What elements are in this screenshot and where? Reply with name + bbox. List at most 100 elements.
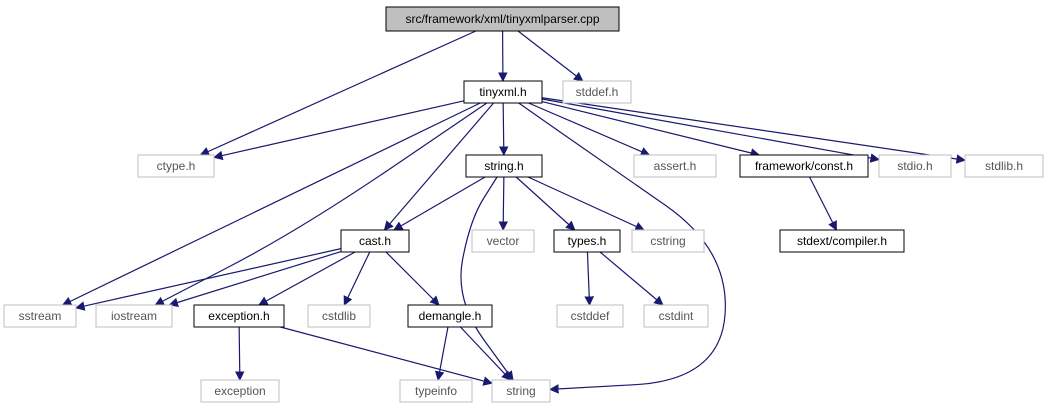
node-label-typeinfo: typeinfo (415, 384, 457, 398)
edge-cast-h-to-exception-h (258, 251, 356, 306)
edges-layer (61, 30, 966, 394)
node-cstring: cstring (631, 229, 705, 253)
node-box-exception-h (193, 304, 285, 328)
node-label-exception-h: exception.h (208, 309, 269, 323)
edge-tinyxml-h-to-stdlib-h (541, 97, 966, 164)
node-typeinfo: typeinfo (399, 379, 473, 403)
node-label-cstring: cstring (650, 234, 685, 248)
node-box-vector (471, 229, 535, 253)
edge-string-h-to-cast-h (393, 176, 486, 231)
edge-tinyxml-h-to-framework-const (541, 101, 761, 158)
edge-tinyxml-h-to-ctype-h (213, 100, 465, 161)
edge-tinyxml-h-to-string-h (498, 102, 509, 156)
node-cstdlib: cstdlib (307, 304, 371, 328)
node-label-ctype-h: ctype.h (157, 159, 196, 173)
node-label-framework-const: framework/const.h (755, 159, 853, 173)
node-box-cast-h (340, 229, 410, 253)
nodes-layer: src/framework/xml/tinyxmlparser.cpp tinyx… (3, 6, 1044, 403)
node-box-types-h (553, 229, 621, 253)
edge-demangle-h-to-typeinfo (434, 326, 449, 381)
node-label-cast-h: cast.h (359, 234, 391, 248)
edge-demangle-h-to-string (459, 326, 512, 381)
node-cast-h[interactable]: cast.h (340, 229, 410, 253)
node-label-exception: exception (214, 384, 265, 398)
edge-string-h-to-vector (498, 176, 509, 231)
node-label-tinyxml-h: tinyxml.h (479, 85, 526, 99)
node-stdext-compiler[interactable]: stdext/compiler.h (779, 229, 905, 253)
node-ctype-h: ctype.h (137, 154, 215, 178)
node-label-sstream: sstream (19, 309, 62, 323)
node-box-cstdint (643, 304, 709, 328)
node-label-assert-h: assert.h (654, 159, 697, 173)
node-label-string: string (506, 384, 535, 398)
edge-exception-h-to-string (280, 326, 493, 386)
node-box-sstream (3, 304, 77, 328)
node-stdlib-h: stdlib.h (964, 154, 1044, 178)
node-box-stddef-h (562, 80, 632, 104)
edge-tinyxml-h-to-cast-h (383, 102, 495, 231)
node-tinyxml-h[interactable]: tinyxml.h (463, 80, 543, 104)
node-box-stdlib-h (964, 154, 1044, 178)
edge-cast-h-to-demangle-h (385, 251, 440, 306)
node-stddef-h: stddef.h (562, 80, 632, 104)
node-types-h[interactable]: types.h (553, 229, 621, 253)
edge-types-h-to-cstdint (599, 251, 664, 306)
node-box-string-h (465, 154, 543, 178)
node-label-string-h: string.h (484, 159, 523, 173)
node-box-iostream (95, 304, 173, 328)
node-label-stdio-h: stdio.h (897, 159, 932, 173)
edge-cast-h-to-sstream (75, 248, 342, 311)
node-box-cstring (631, 229, 705, 253)
node-exception: exception (200, 379, 280, 403)
node-box-demangle-h (407, 304, 493, 328)
node-exception-h[interactable]: exception.h (193, 304, 285, 328)
edge-string-h-to-cstring (527, 176, 645, 231)
node-cstdint: cstdint (643, 304, 709, 328)
edge-string-h-to-string (460, 176, 514, 381)
node-box-framework-const (739, 154, 869, 178)
node-label-iostream: iostream (111, 309, 157, 323)
node-label-types-h: types.h (568, 234, 607, 248)
edge-exception-h-to-exception (234, 326, 245, 381)
node-label-cstdlib: cstdlib (322, 309, 356, 323)
node-box-string (491, 379, 551, 403)
node-label-stdext-compiler: stdext/compiler.h (797, 234, 887, 248)
node-box-typeinfo (399, 379, 473, 403)
node-string: string (491, 379, 551, 403)
node-label-cstddef: cstddef (571, 309, 610, 323)
edge-cast-h-to-iostream (168, 251, 342, 308)
node-box-tinyxml-h (463, 80, 543, 104)
node-box-stdio-h (878, 154, 952, 178)
node-stdio-h: stdio.h (878, 154, 952, 178)
edge-types-h-to-cstddef (584, 251, 595, 306)
node-sstream: sstream (3, 304, 77, 328)
edge-framework-const-to-stdext-compiler (809, 176, 837, 231)
edge-root-to-ctype-h (199, 30, 477, 156)
edge-tinyxml-h-to-stdio-h (541, 98, 880, 163)
edge-string-h-to-types-h (515, 176, 576, 231)
node-framework-const[interactable]: framework/const.h (739, 154, 869, 178)
node-root[interactable]: src/framework/xml/tinyxmlparser.cpp (385, 6, 620, 32)
edge-tinyxml-h-to-string (518, 102, 726, 394)
node-label-demangle-h: demangle.h (419, 309, 482, 323)
node-string-h[interactable]: string.h (465, 154, 543, 178)
edge-tinyxml-h-to-iostream (154, 102, 488, 306)
node-demangle-h[interactable]: demangle.h (407, 304, 493, 328)
edge-tinyxml-h-to-assert-h (528, 102, 651, 156)
node-label-stdlib-h: stdlib.h (985, 159, 1023, 173)
node-box-assert-h (633, 154, 717, 178)
node-label-vector: vector (487, 234, 520, 248)
node-iostream: iostream (95, 304, 173, 328)
node-cstddef: cstddef (556, 304, 624, 328)
edge-cast-h-to-cstdlib (343, 251, 371, 306)
node-assert-h: assert.h (633, 154, 717, 178)
edge-root-to-stddef-h (517, 30, 584, 82)
node-label-stddef-h: stddef.h (576, 85, 619, 99)
node-label-cstdint: cstdint (659, 309, 694, 323)
node-vector: vector (471, 229, 535, 253)
node-box-exception (200, 379, 280, 403)
edge-tinyxml-h-to-sstream (61, 102, 481, 306)
node-label-root: src/framework/xml/tinyxmlparser.cpp (405, 12, 599, 26)
